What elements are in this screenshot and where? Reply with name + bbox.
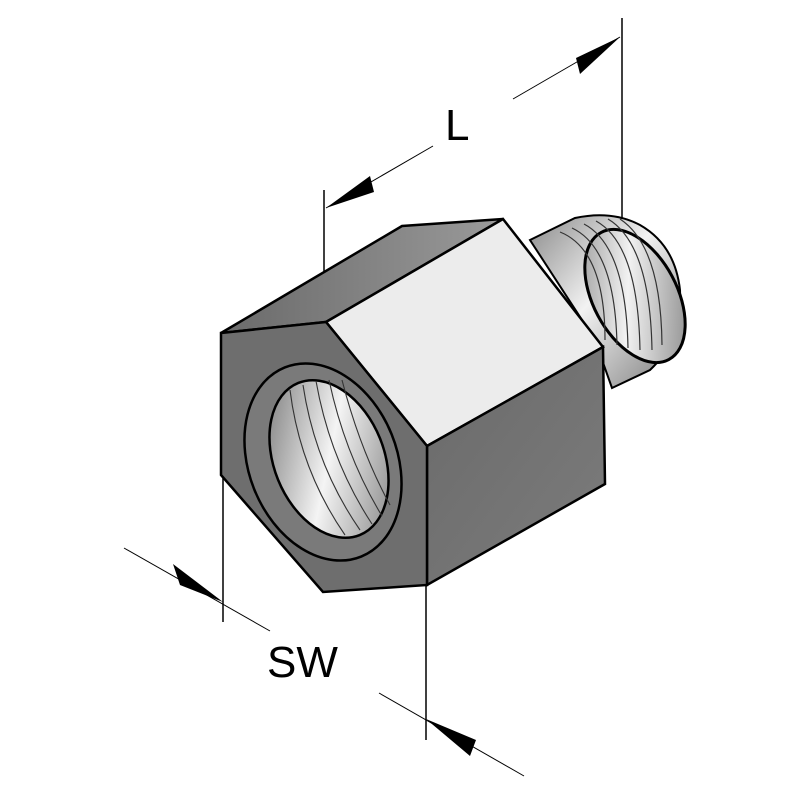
dimension-wrench-size: SW — [123, 470, 525, 777]
arrowhead-icon — [173, 564, 223, 602]
threaded-spigot — [528, 214, 687, 390]
threaded-bore — [268, 378, 390, 540]
arrowhead-icon — [326, 176, 374, 208]
dimension-label-l: L — [445, 101, 469, 150]
dimension-length: L — [323, 18, 623, 318]
arrowhead-icon — [426, 719, 476, 756]
arrowhead-icon — [576, 37, 620, 74]
hex-body — [219, 217, 607, 594]
thread-lines — [559, 218, 663, 351]
bore-thread-lines — [289, 379, 391, 536]
dimension-label-sw: SW — [267, 638, 338, 687]
